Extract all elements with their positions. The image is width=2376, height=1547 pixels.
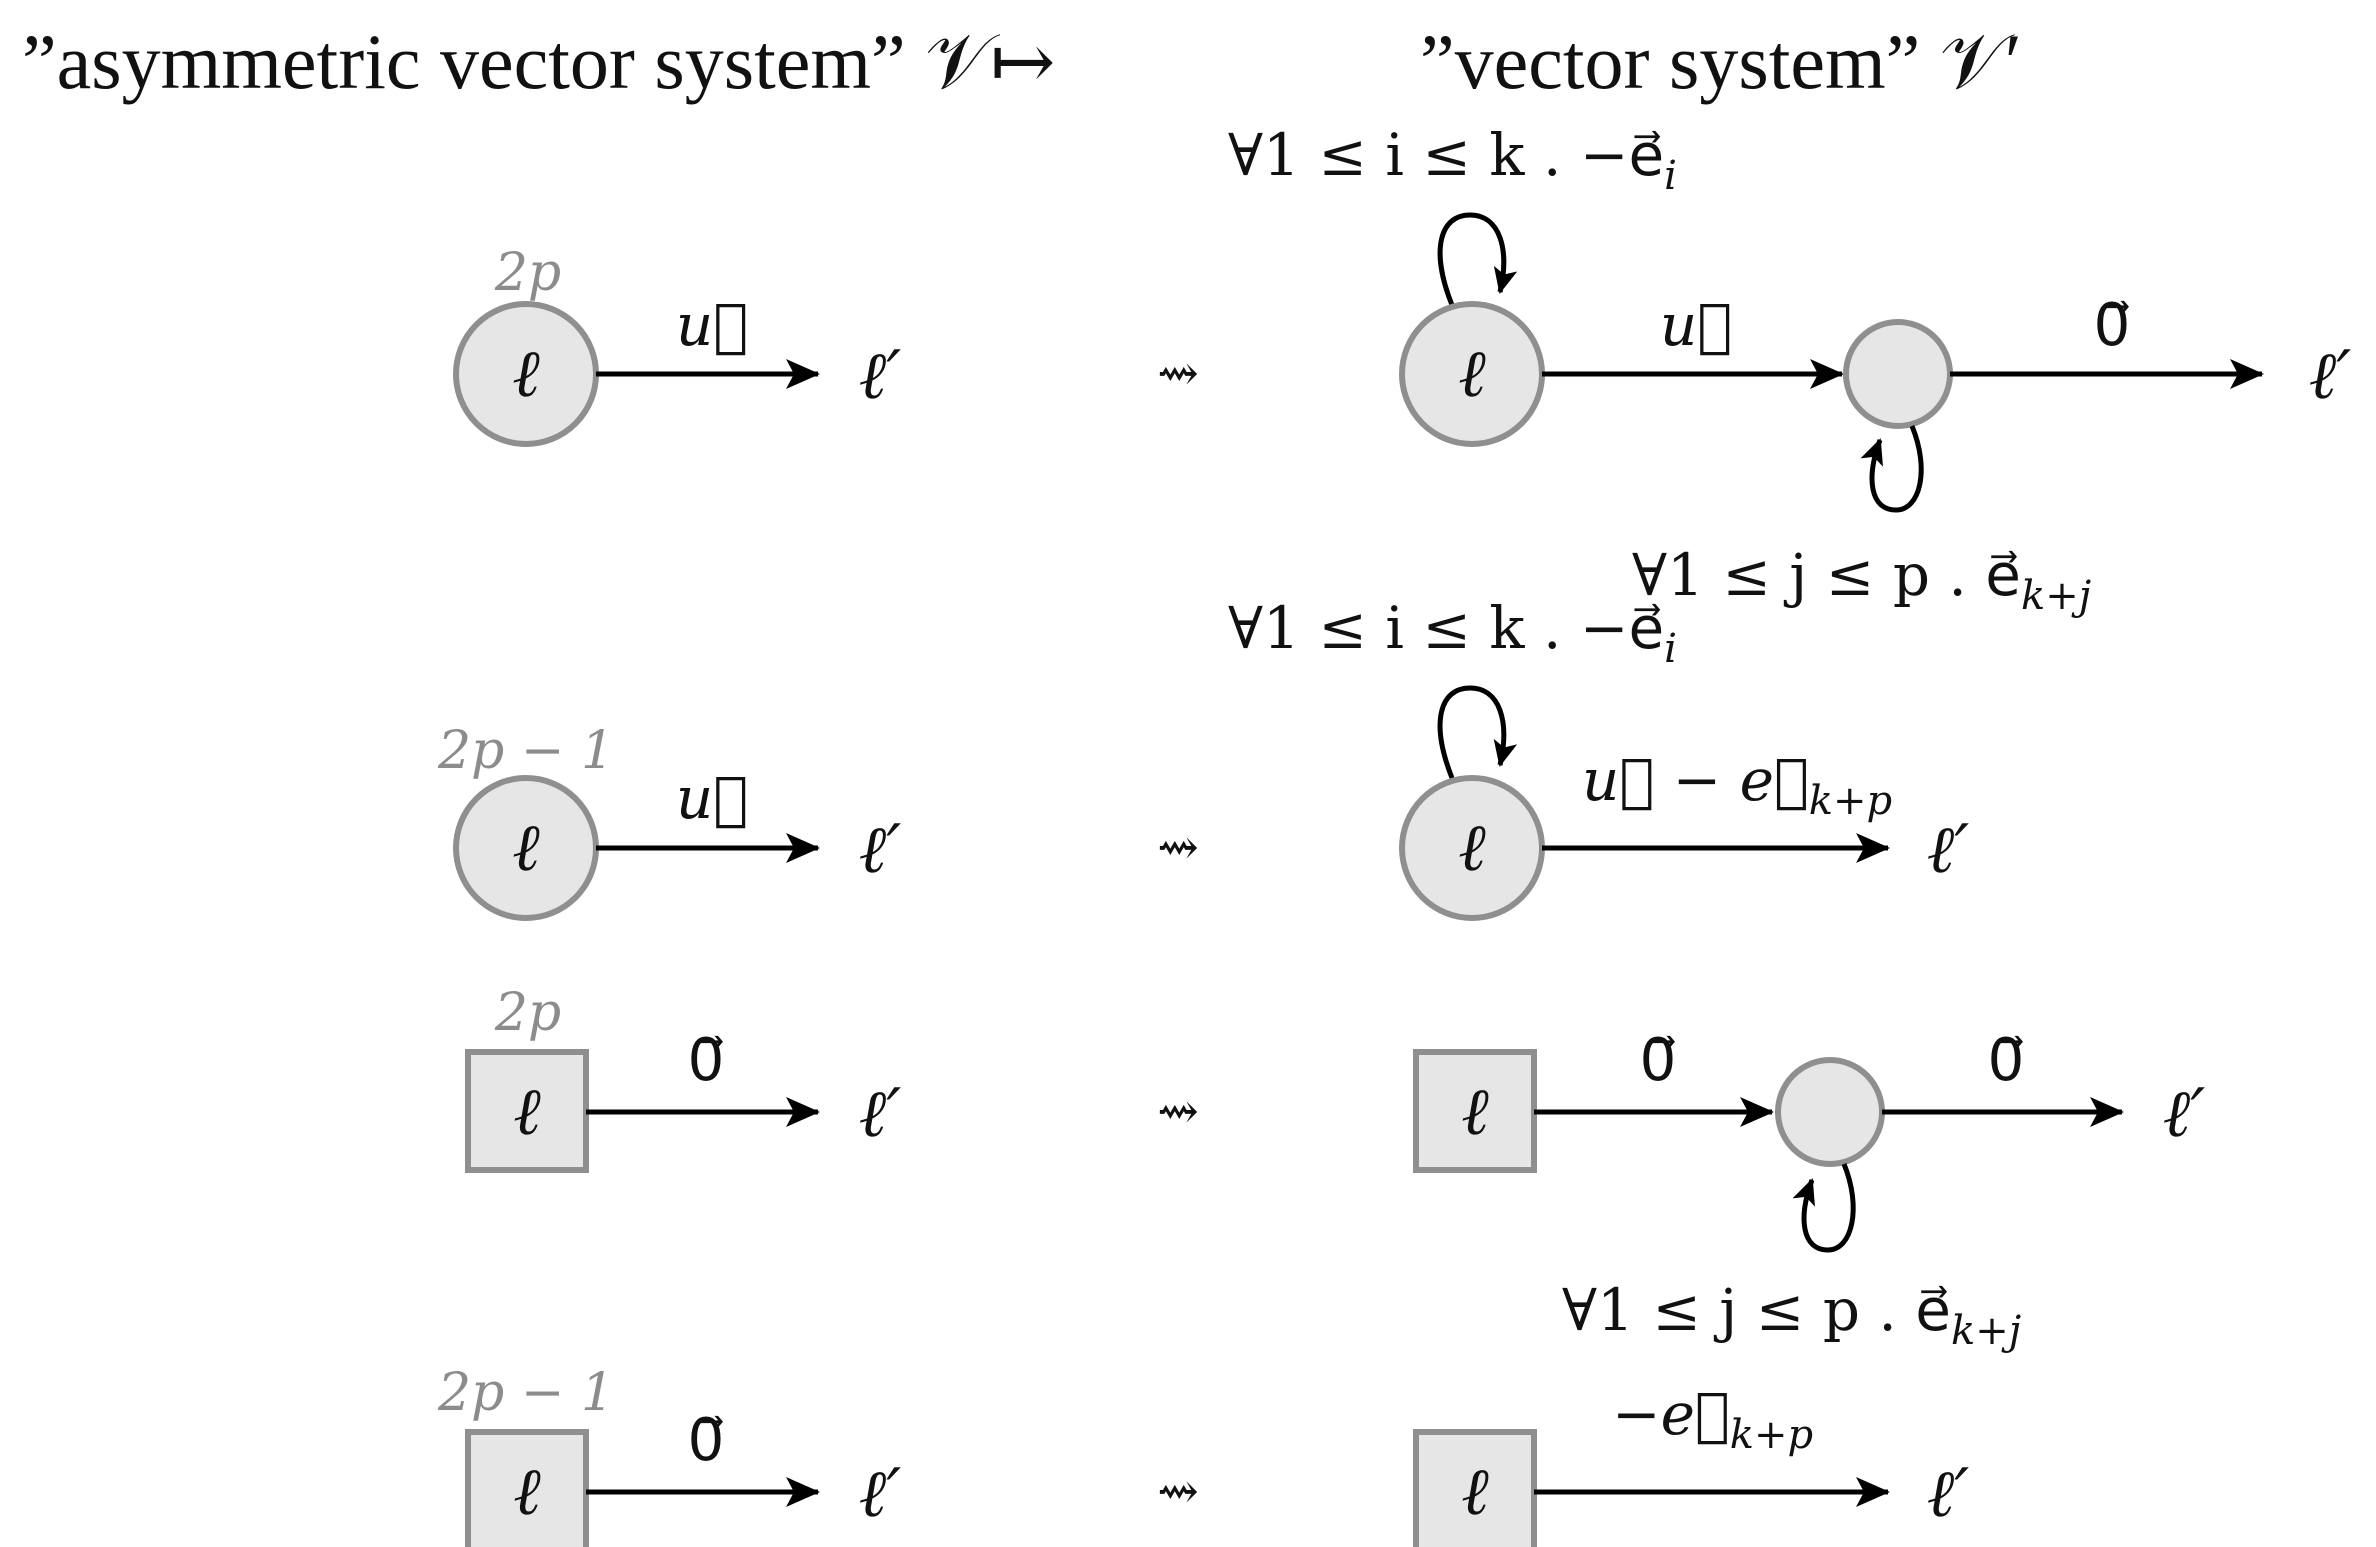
leadsto-arrow: ⇝ xyxy=(1157,1462,1199,1520)
loop-label-j: ∀1 ≤ j ≤ p . e⃗k+j xyxy=(1632,541,2091,619)
self-loop-arrow xyxy=(1437,685,1518,779)
target-label: ℓ′ xyxy=(859,1075,901,1152)
target-label: ℓ′ xyxy=(859,1455,901,1532)
edge-label: 0⃗ xyxy=(688,1406,725,1474)
loop-label-j-main: ∀1 ≤ j ≤ p . e⃗ xyxy=(1562,1276,1951,1344)
loop-label-j-main: ∀1 ≤ j ≤ p . e⃗ xyxy=(1632,541,2021,609)
edge-label: u⃗ xyxy=(1660,291,1732,359)
edge-label-main: u⃗ − e⃗ xyxy=(1582,746,1809,814)
loop-label-i: ∀1 ≤ i ≤ k . −e⃗i xyxy=(1228,594,1677,672)
target-label: ℓ′ xyxy=(1927,811,1969,888)
rule-2: 2p − 1 ℓ u⃗ ℓ′ ⇝ ∀1 ≤ i ≤ k . −e⃗i ℓ u⃗ … xyxy=(437,594,1969,921)
priority-label: 2p xyxy=(494,243,561,303)
node-label: ℓ xyxy=(513,1073,541,1150)
target-label: ℓ′ xyxy=(2163,1075,2205,1152)
node-label: ℓ xyxy=(512,809,540,886)
node-label: ℓ xyxy=(513,1453,541,1530)
target-label: ℓ′ xyxy=(859,337,901,414)
source-node-square xyxy=(465,1049,589,1173)
leadsto-arrow: ⇝ xyxy=(1157,1082,1199,1140)
target-label: ℓ′ xyxy=(2309,337,2351,414)
target-node-square xyxy=(1413,1049,1537,1173)
edge-label: −e⃗k+p xyxy=(1612,1380,1813,1458)
node-label: ℓ xyxy=(1458,809,1486,886)
self-loop-arrow xyxy=(1860,425,1924,513)
edge-label: u⃗ xyxy=(676,764,748,832)
leadsto-arrow: ⇝ xyxy=(1157,818,1199,876)
edge-label: u⃗ − e⃗k+p xyxy=(1582,746,1892,824)
heading-right: ”vector system” 𝒱′ xyxy=(1420,18,2022,105)
target-label: ℓ′ xyxy=(1927,1455,1969,1532)
intermediate-node-circle xyxy=(1843,319,1953,429)
node-label: ℓ xyxy=(512,335,540,412)
heading-left: ”asymmetric vector system” 𝒱↦ xyxy=(22,18,1056,105)
edge-label-sub: k+p xyxy=(1809,778,1892,824)
target-label: ℓ′ xyxy=(859,811,901,888)
self-loop-arrow xyxy=(1792,1163,1856,1253)
loop-label-j: ∀1 ≤ j ≤ p . e⃗k+j xyxy=(1562,1276,2021,1354)
loop-label-i-main: ∀1 ≤ i ≤ k . −e⃗ xyxy=(1228,121,1664,189)
loop-label-i: ∀1 ≤ i ≤ k . −e⃗i xyxy=(1228,121,1677,199)
edge-label: u⃗ xyxy=(676,291,748,359)
intermediate-node-circle xyxy=(1775,1057,1885,1167)
rule-3: 2p ℓ 0⃗ ℓ′ ⇝ ℓ 0⃗ 0⃗ ℓ′ ∀1 ≤ j ≤ p . e⃗k… xyxy=(465,983,2205,1354)
rule-1: 2p ℓ u⃗ ℓ′ ⇝ ∀1 ≤ i ≤ k . −e⃗i ℓ u⃗ 0⃗ ℓ… xyxy=(453,121,2351,619)
rule-4: 2p − 1 ℓ 0⃗ ℓ′ ⇝ ℓ −e⃗k+p ℓ′ xyxy=(437,1363,1969,1547)
node-label: ℓ xyxy=(1461,1453,1489,1530)
leadsto-arrow: ⇝ xyxy=(1157,344,1199,402)
priority-label: 2p xyxy=(494,983,561,1043)
edge-label-sub: k+p xyxy=(1730,1412,1813,1458)
edge-label: 0⃗ xyxy=(2094,291,2131,359)
loop-label-j-sub: k+j xyxy=(1951,1308,2021,1354)
edge-label: 0⃗ xyxy=(688,1026,725,1094)
edge-label: 0⃗ xyxy=(1640,1026,1677,1094)
self-loop-arrow xyxy=(1437,212,1518,306)
loop-label-i-sub: i xyxy=(1664,626,1677,672)
edge-label-main: −e⃗ xyxy=(1612,1380,1730,1448)
loop-label-i-sub: i xyxy=(1664,153,1677,199)
source-node-square xyxy=(465,1429,589,1547)
node-label: ℓ xyxy=(1458,335,1486,412)
edge-label: 0⃗ xyxy=(1988,1026,2025,1094)
loop-label-j-sub: k+j xyxy=(2021,573,2091,619)
priority-label: 2p − 1 xyxy=(437,721,614,781)
loop-label-i-main: ∀1 ≤ i ≤ k . −e⃗ xyxy=(1228,594,1664,662)
node-label: ℓ xyxy=(1461,1073,1489,1150)
priority-label: 2p − 1 xyxy=(437,1363,614,1423)
